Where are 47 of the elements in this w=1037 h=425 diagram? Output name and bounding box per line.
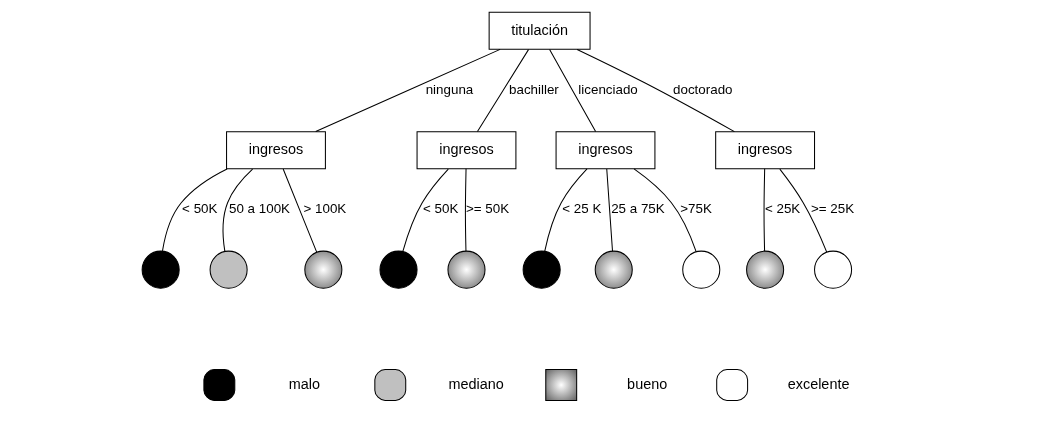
node-box: ingresos: [416, 131, 516, 170]
node-circle: [594, 250, 633, 289]
edge-label: ninguna: [425, 81, 473, 97]
connector: [778, 168, 827, 253]
legend-label: excelente: [787, 375, 849, 392]
edge-label: < 25K: [764, 201, 800, 217]
connector: [633, 168, 697, 253]
legend-label: bueno: [626, 375, 667, 392]
connector: [282, 168, 317, 253]
node-circle: [209, 250, 248, 289]
connector: [222, 168, 253, 252]
connector: [763, 168, 765, 252]
edge-label: < 50K: [181, 201, 217, 217]
edge-label: >75K: [679, 201, 712, 217]
edge-label: >= 25K: [810, 201, 854, 217]
node-box: titulación: [488, 11, 591, 50]
connector: [161, 168, 228, 252]
node-circle: [378, 250, 418, 289]
connector: [548, 49, 596, 133]
edge-label: < 50K: [422, 201, 458, 217]
connector: [605, 168, 613, 252]
node-circle: [446, 250, 486, 289]
connector: [401, 168, 449, 252]
node-box: ingresos: [555, 131, 655, 170]
connector: [576, 48, 735, 133]
edge-label: licenciado: [577, 81, 638, 97]
node-circle: [141, 250, 180, 289]
legend-label: mediano: [447, 375, 504, 392]
edge-label: bachiller: [508, 81, 559, 97]
node-circle: [303, 250, 342, 289]
connector: [314, 48, 501, 132]
edge-label: >= 50K: [465, 201, 509, 217]
legend-label: malo: [288, 375, 320, 392]
edge-label: > 100K: [303, 201, 346, 217]
node-box: ingresos: [714, 131, 815, 170]
node-circle: [522, 250, 561, 289]
connector: [476, 49, 529, 133]
node-circle: [813, 250, 852, 289]
edge-label: doctorado: [672, 81, 733, 97]
connector: [464, 168, 467, 252]
node-circle: [681, 250, 720, 289]
node-circle: [745, 250, 784, 289]
connector: [543, 168, 588, 252]
node-box: ingresos: [225, 131, 326, 170]
edge-label: < 25 K: [561, 201, 601, 217]
edge-label: 25 a 75K: [610, 201, 665, 217]
edge-label: 50 a 100K: [228, 201, 290, 217]
